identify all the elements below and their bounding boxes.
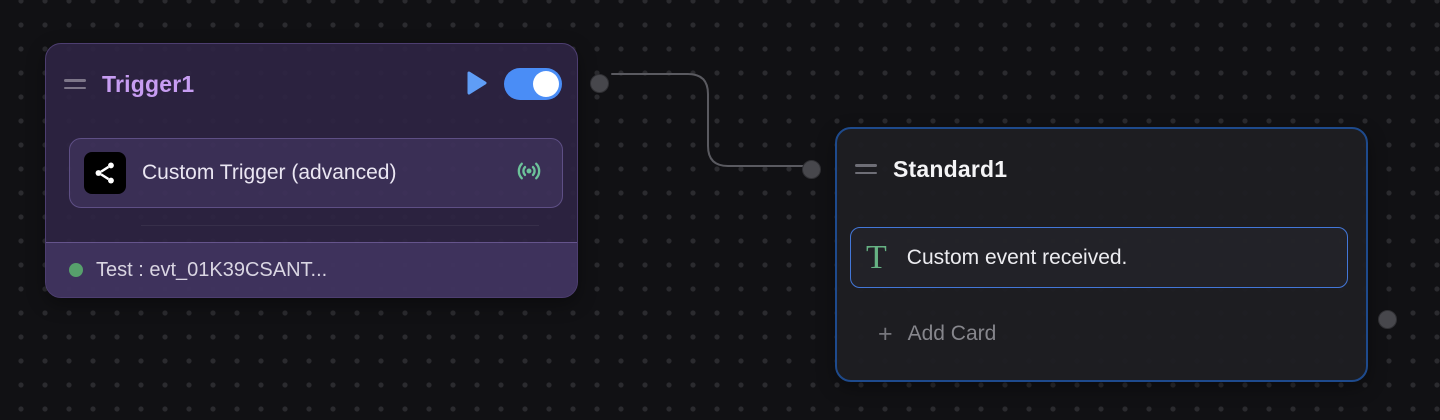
node-section-divider — [141, 225, 539, 226]
standard1-input-port[interactable] — [802, 160, 821, 179]
drag-handle-icon[interactable] — [855, 164, 877, 174]
play-icon — [465, 70, 489, 99]
node-standard1[interactable]: Standard1 T Custom event received. + Add… — [835, 127, 1368, 382]
text-icon: T — [866, 238, 887, 276]
status-dot-icon — [69, 263, 83, 277]
trigger-card-label: Custom Trigger (advanced) — [142, 161, 397, 184]
standard1-output-port[interactable] — [1378, 310, 1397, 329]
node-trigger1-header: Trigger1 — [46, 44, 577, 124]
standard-card-custom-event[interactable]: T Custom event received. — [850, 227, 1348, 288]
trigger-test-status-row[interactable]: Test : evt_01K39CSANT... — [46, 242, 577, 297]
edge-trigger1-standard1[interactable] — [611, 73, 805, 167]
node-title: Standard1 — [893, 155, 1008, 182]
share-icon — [84, 152, 126, 194]
node-title: Trigger1 — [102, 70, 195, 97]
trigger-test-status-text: Test : evt_01K39CSANT... — [96, 258, 328, 281]
run-trigger-button[interactable] — [464, 70, 490, 98]
node-standard1-header: Standard1 — [837, 129, 1366, 209]
trigger-enabled-toggle[interactable] — [504, 68, 562, 100]
add-card-label: Add Card — [907, 322, 997, 345]
plus-icon: + — [878, 319, 893, 348]
trigger-card-custom-trigger[interactable]: Custom Trigger (advanced) — [69, 138, 563, 208]
node-trigger1[interactable]: Trigger1 — [45, 43, 578, 298]
standard-card-label: Custom event received. — [906, 245, 1128, 269]
trigger1-output-port[interactable] — [590, 74, 609, 93]
broadcast-icon — [512, 157, 546, 190]
toggle-knob — [533, 71, 559, 97]
add-card-button[interactable]: + Add Card — [878, 319, 996, 349]
drag-handle-icon[interactable] — [64, 79, 86, 89]
